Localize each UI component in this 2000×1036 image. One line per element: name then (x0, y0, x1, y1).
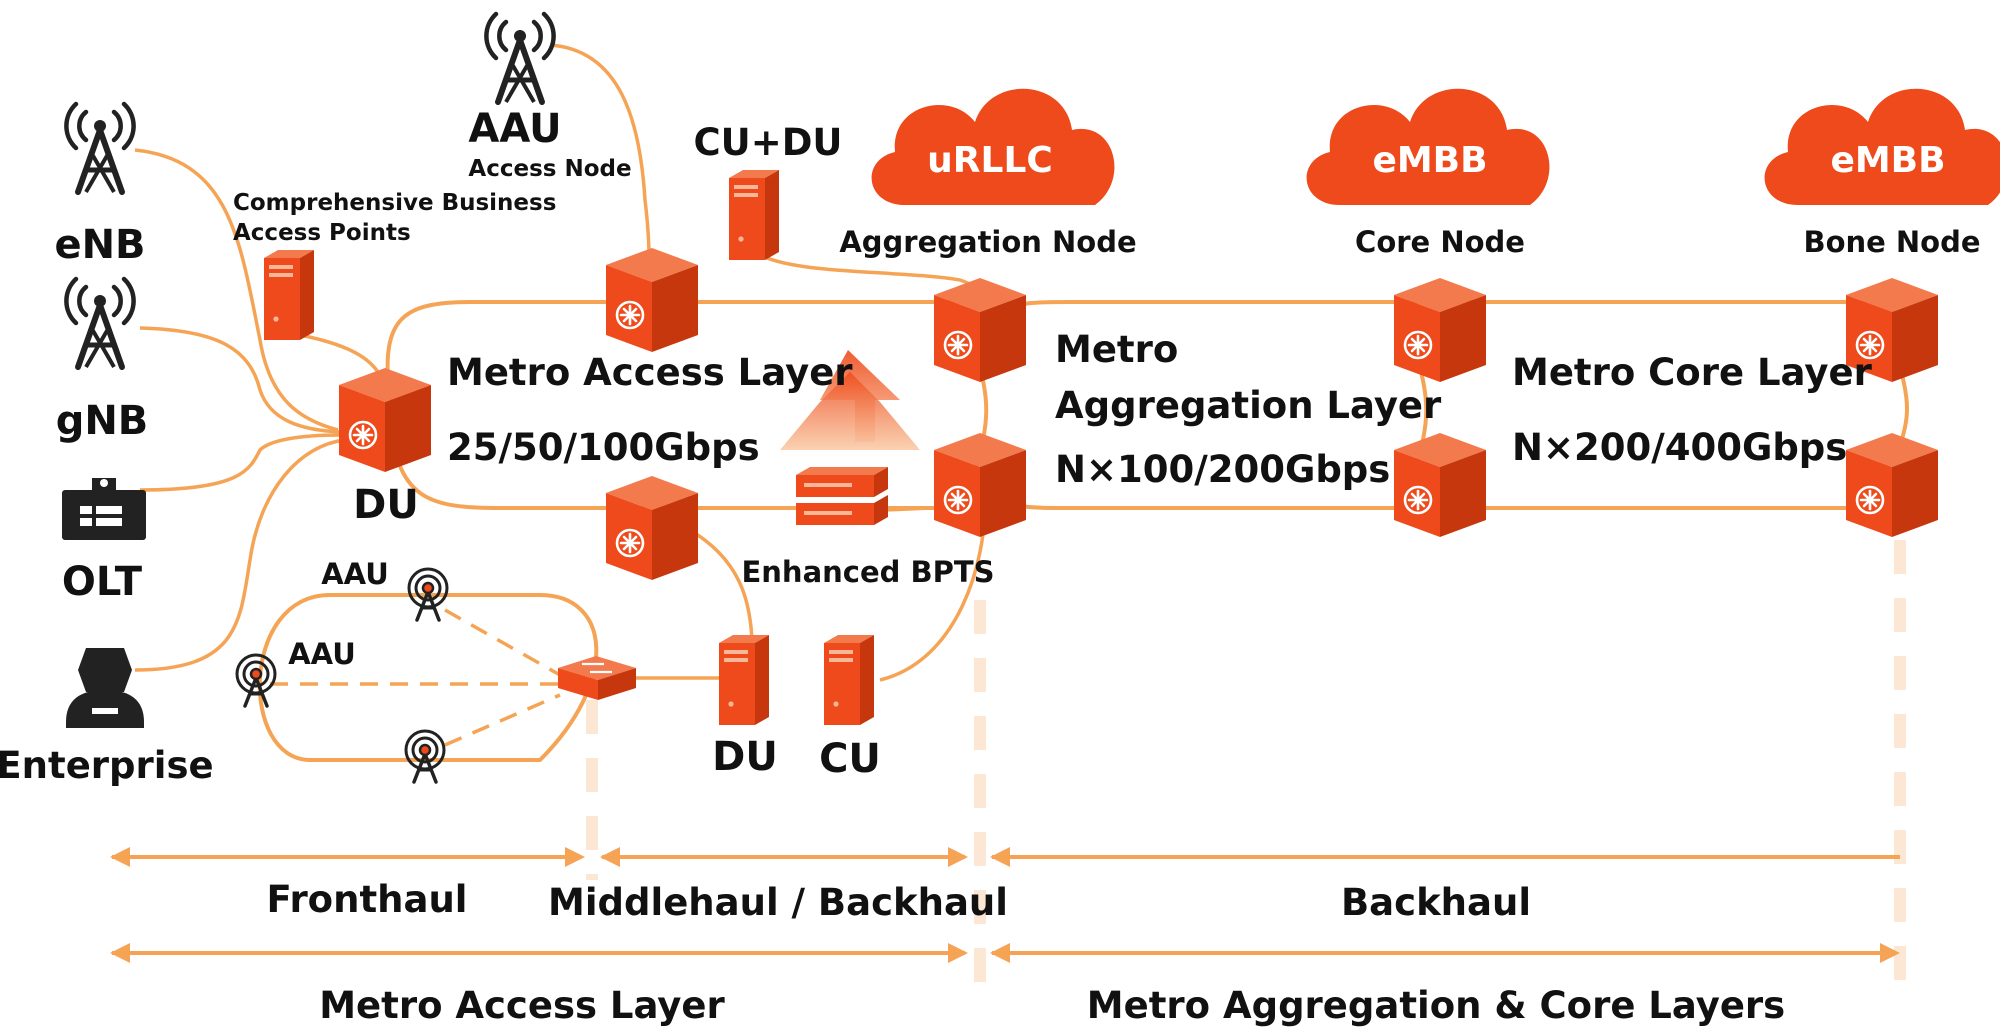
cloud-label-urllc: uRLLC (927, 140, 1053, 181)
enterprise-label: Enterprise (0, 744, 214, 787)
span-arrows (110, 847, 1900, 963)
router-cube-icon (337, 366, 433, 474)
bpts-device-icon (796, 467, 888, 525)
switch-icon (558, 656, 636, 700)
cu-du-label: CU+DU (694, 121, 843, 164)
aau-ring-top-label: AAU (321, 557, 389, 591)
router-cube-icon (604, 474, 700, 582)
metro-core-title: Metro Core Layer (1512, 351, 1873, 394)
cu-lower-label: CU (819, 736, 881, 782)
server-icon (824, 635, 874, 725)
server-icon (729, 170, 779, 260)
olt-terminal-icon (62, 478, 146, 540)
cloud-icon: eMBB (1306, 88, 1550, 205)
gnb-label: gNB (56, 398, 149, 444)
olt-label: OLT (62, 559, 143, 605)
metro-agg-title-line1: Metro (1055, 328, 1178, 371)
router-cube-icon (1392, 431, 1488, 539)
antenna-tower-icon (235, 653, 277, 708)
middlehaul-label: Middlehaul / Backhaul (548, 881, 1008, 924)
comprehensive-access-label-1: Comprehensive Business (233, 190, 556, 216)
metro-aggregation-ring (983, 300, 1420, 327)
enb-label: eNB (54, 222, 145, 268)
aau-ring-left-label: AAU (288, 637, 356, 671)
enterprise-user-icon (66, 648, 144, 728)
router-cube-icon (932, 276, 1028, 384)
metro-core-rate: N×200/400Gbps (1512, 426, 1847, 469)
bone-node-label: Bone Node (1803, 225, 1980, 259)
du-main-label: DU (353, 482, 419, 528)
cloud-label-embb-bone: eMBB (1830, 140, 1945, 181)
cloud-icon: eMBB (1764, 88, 2000, 205)
metro-agg-rate: N×100/200Gbps (1055, 448, 1390, 491)
core-node-label: Core Node (1355, 225, 1525, 259)
antenna-tower-icon (66, 279, 133, 367)
region-guides (586, 540, 1906, 990)
aggregation-node-label: Aggregation Node (839, 225, 1136, 259)
metro-core-ring (1460, 300, 1902, 352)
metro-agg-title-line2: Aggregation Layer (1055, 384, 1442, 427)
cloud-icon: uRLLC (871, 88, 1115, 205)
metro-access-title: Metro Access Layer (447, 351, 853, 394)
router-cube-icon (1392, 276, 1488, 384)
metro-access-rate: 25/50/100Gbps (447, 426, 760, 469)
metro-agg-core-span-label: Metro Aggregation & Core Layers (1087, 984, 1785, 1027)
cloud-label-embb-core: eMBB (1372, 140, 1487, 181)
antenna-tower-icon (404, 729, 446, 784)
router-cube-icon (1844, 431, 1940, 539)
metro-access-layer-span-label: Metro Access Layer (319, 984, 725, 1027)
aau-top-label: AAU (468, 106, 561, 152)
du-lower-label: DU (712, 734, 778, 780)
fronthaul-label: Fronthaul (267, 878, 468, 921)
fronthaul-ring (257, 593, 599, 762)
antenna-tower-icon (486, 14, 553, 102)
backhaul-label: Backhaul (1341, 881, 1531, 924)
router-cube-icon (932, 431, 1028, 539)
comprehensive-access-label-2: Access Points (233, 220, 411, 246)
server-icon (719, 635, 769, 725)
server-icon (264, 250, 314, 340)
antenna-tower-icon (66, 104, 133, 192)
enhanced-bpts-label: Enhanced BPTS (741, 555, 994, 589)
router-cube-icon (604, 246, 700, 354)
access-node-label: Access Node (468, 156, 631, 182)
